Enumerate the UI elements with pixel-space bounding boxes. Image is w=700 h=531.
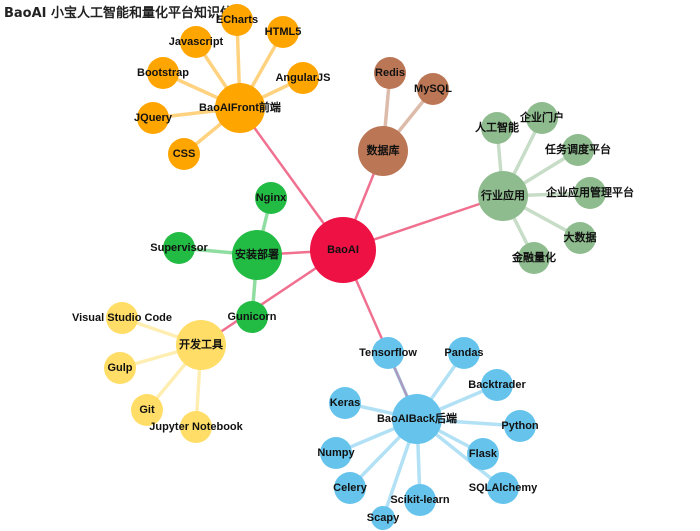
node-label-back: BaoAIBack后端 bbox=[377, 411, 457, 425]
node-label-gulp: Gulp bbox=[107, 362, 132, 374]
node-label-jupyter: Jupyter Notebook bbox=[149, 421, 243, 433]
node-label-sched: 任务调度平台 bbox=[544, 142, 611, 156]
node-label-db: 数据库 bbox=[367, 143, 400, 157]
node-backtrader[interactable] bbox=[481, 369, 513, 401]
node-sqlalchemy[interactable] bbox=[487, 472, 519, 504]
node-git[interactable] bbox=[131, 394, 163, 426]
node-label-backtrader: Backtrader bbox=[468, 379, 526, 391]
node-label-vscode: Visual Studio Code bbox=[72, 312, 172, 324]
node-label-sqlalchemy: SQLAlchemy bbox=[469, 482, 538, 494]
node-celery[interactable] bbox=[334, 472, 366, 504]
node-label-supervisor: Supervisor bbox=[150, 242, 208, 254]
node-label-angular: AngularJS bbox=[275, 72, 330, 84]
node-label-portal: 企业门户 bbox=[519, 110, 564, 124]
node-tensorflow[interactable] bbox=[372, 337, 404, 369]
node-label-python: Python bbox=[501, 420, 539, 432]
node-bigdata[interactable] bbox=[564, 222, 596, 254]
node-label-keras: Keras bbox=[330, 397, 361, 409]
node-label-flask: Flask bbox=[469, 448, 498, 460]
node-echarts[interactable] bbox=[221, 4, 253, 36]
node-js[interactable] bbox=[180, 26, 212, 58]
node-angular[interactable] bbox=[287, 62, 319, 94]
node-label-html5: HTML5 bbox=[265, 26, 302, 38]
node-deploy[interactable] bbox=[232, 230, 282, 280]
node-bootstrap[interactable] bbox=[147, 57, 179, 89]
node-db[interactable] bbox=[358, 126, 408, 176]
node-sched[interactable] bbox=[562, 134, 594, 166]
node-flask[interactable] bbox=[467, 438, 499, 470]
node-label-css: CSS bbox=[173, 148, 196, 160]
node-css[interactable] bbox=[168, 138, 200, 170]
node-label-numpy: Numpy bbox=[317, 447, 355, 459]
node-front[interactable] bbox=[215, 83, 265, 133]
node-python[interactable] bbox=[504, 410, 536, 442]
node-label-echarts: ECharts bbox=[216, 14, 258, 26]
node-label-mysql: MySQL bbox=[414, 83, 452, 95]
node-supervisor[interactable] bbox=[163, 232, 195, 264]
node-label-jquery: JQuery bbox=[134, 112, 173, 124]
node-portal[interactable] bbox=[526, 102, 558, 134]
node-mysql[interactable] bbox=[417, 73, 449, 105]
node-label-git: Git bbox=[139, 404, 155, 416]
node-ai[interactable] bbox=[481, 112, 513, 144]
node-scapy[interactable] bbox=[371, 506, 395, 530]
node-industry[interactable] bbox=[478, 171, 528, 221]
node-gulp[interactable] bbox=[104, 352, 136, 384]
node-redis[interactable] bbox=[374, 57, 406, 89]
diagram-title: BaoAI 小宝人工智能和量化平台知识体系 bbox=[4, 6, 247, 21]
node-label-js: Javascript bbox=[169, 36, 224, 48]
node-label-bigdata: 大数据 bbox=[564, 230, 597, 244]
node-label-eam: 企业应用管理平台 bbox=[545, 185, 634, 199]
node-label-sklearn: Scikit-learn bbox=[390, 494, 450, 506]
node-numpy[interactable] bbox=[320, 437, 352, 469]
node-label-front: BaoAIFront前端 bbox=[199, 100, 281, 114]
node-label-root: BaoAI bbox=[327, 244, 359, 256]
node-label-quant: 金融量化 bbox=[511, 250, 556, 264]
node-html5[interactable] bbox=[267, 16, 299, 48]
node-jupyter[interactable] bbox=[180, 411, 212, 443]
node-vscode[interactable] bbox=[106, 302, 138, 334]
node-label-pandas: Pandas bbox=[444, 347, 483, 359]
node-label-tools: 开发工具 bbox=[179, 337, 223, 351]
node-sklearn[interactable] bbox=[404, 484, 436, 516]
node-pandas[interactable] bbox=[448, 337, 480, 369]
node-label-redis: Redis bbox=[375, 67, 405, 79]
node-label-bootstrap: Bootstrap bbox=[137, 67, 189, 79]
node-label-ai: 人工智能 bbox=[475, 120, 519, 134]
node-tools[interactable] bbox=[176, 320, 226, 370]
node-gunicorn[interactable] bbox=[236, 301, 268, 333]
node-label-deploy: 安装部署 bbox=[235, 247, 279, 261]
node-jquery[interactable] bbox=[137, 102, 169, 134]
node-label-industry: 行业应用 bbox=[480, 188, 525, 202]
node-quant[interactable] bbox=[518, 242, 550, 274]
node-nginx[interactable] bbox=[255, 182, 287, 214]
node-label-nginx: Nginx bbox=[256, 192, 287, 204]
node-label-celery: Celery bbox=[333, 482, 368, 494]
node-keras[interactable] bbox=[329, 387, 361, 419]
node-label-scapy: Scapy bbox=[367, 512, 400, 524]
node-label-tensorflow: Tensorflow bbox=[359, 347, 417, 359]
node-eam[interactable] bbox=[574, 177, 606, 209]
node-back[interactable] bbox=[392, 394, 442, 444]
node-label-gunicorn: Gunicorn bbox=[228, 311, 277, 323]
node-root[interactable] bbox=[310, 217, 376, 283]
